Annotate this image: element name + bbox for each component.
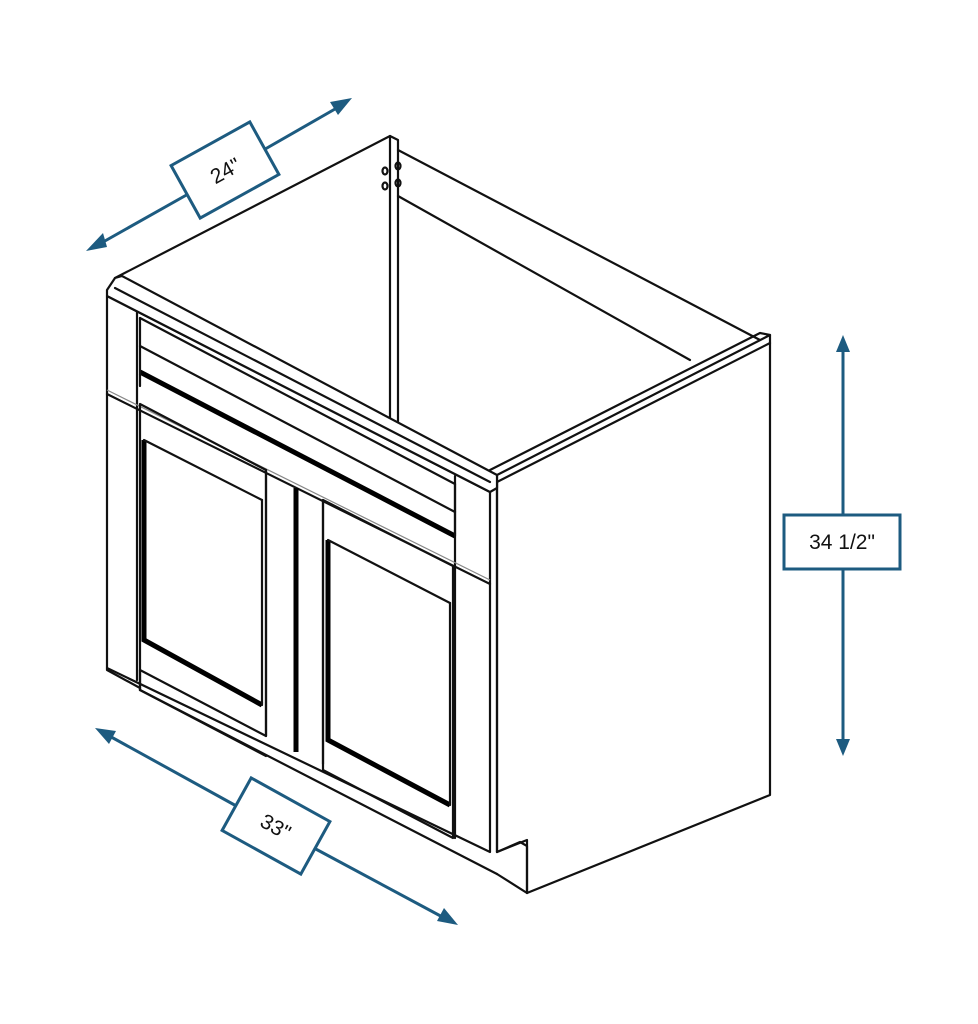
false-drawer-front	[138, 316, 457, 539]
arrow-left-icon	[95, 728, 116, 744]
right-door	[321, 498, 455, 840]
back-right-top-edge	[396, 148, 762, 342]
toe-kick-notch	[495, 840, 529, 895]
width-line-right	[311, 845, 449, 922]
depth-label-box	[169, 119, 281, 221]
base-left	[105, 666, 142, 690]
top-cap-line	[113, 286, 492, 484]
arrow-up-icon	[836, 335, 850, 352]
width-label-box	[220, 775, 332, 877]
depth-line-left	[95, 191, 191, 248]
right-side-panel	[495, 333, 772, 895]
toe-kick-front	[138, 688, 499, 876]
shelf-pin-holes	[381, 161, 402, 191]
height-label-box	[782, 513, 902, 571]
right-panel-top-edge-inner	[495, 341, 772, 484]
cabinet-body	[105, 134, 772, 895]
height-label: 34 1/2"	[809, 531, 875, 554]
arrow-right-icon	[330, 98, 352, 115]
mid-rail-upper	[106, 389, 491, 581]
right-panel-top-edge	[488, 331, 772, 472]
dimension-height: 34 1/2"	[782, 335, 902, 756]
back-left-top-edge	[113, 134, 400, 428]
width-line-left	[103, 731, 241, 810]
arrow-right-icon	[437, 908, 458, 925]
back-inner-rail	[396, 194, 692, 362]
arrow-down-icon	[836, 739, 850, 756]
arrow-left-icon	[86, 233, 107, 251]
dimension-depth: 24"	[86, 98, 352, 251]
toe-kick-right	[495, 872, 529, 895]
depth-line-right	[259, 103, 343, 154]
dimension-width: 33"	[95, 728, 458, 925]
